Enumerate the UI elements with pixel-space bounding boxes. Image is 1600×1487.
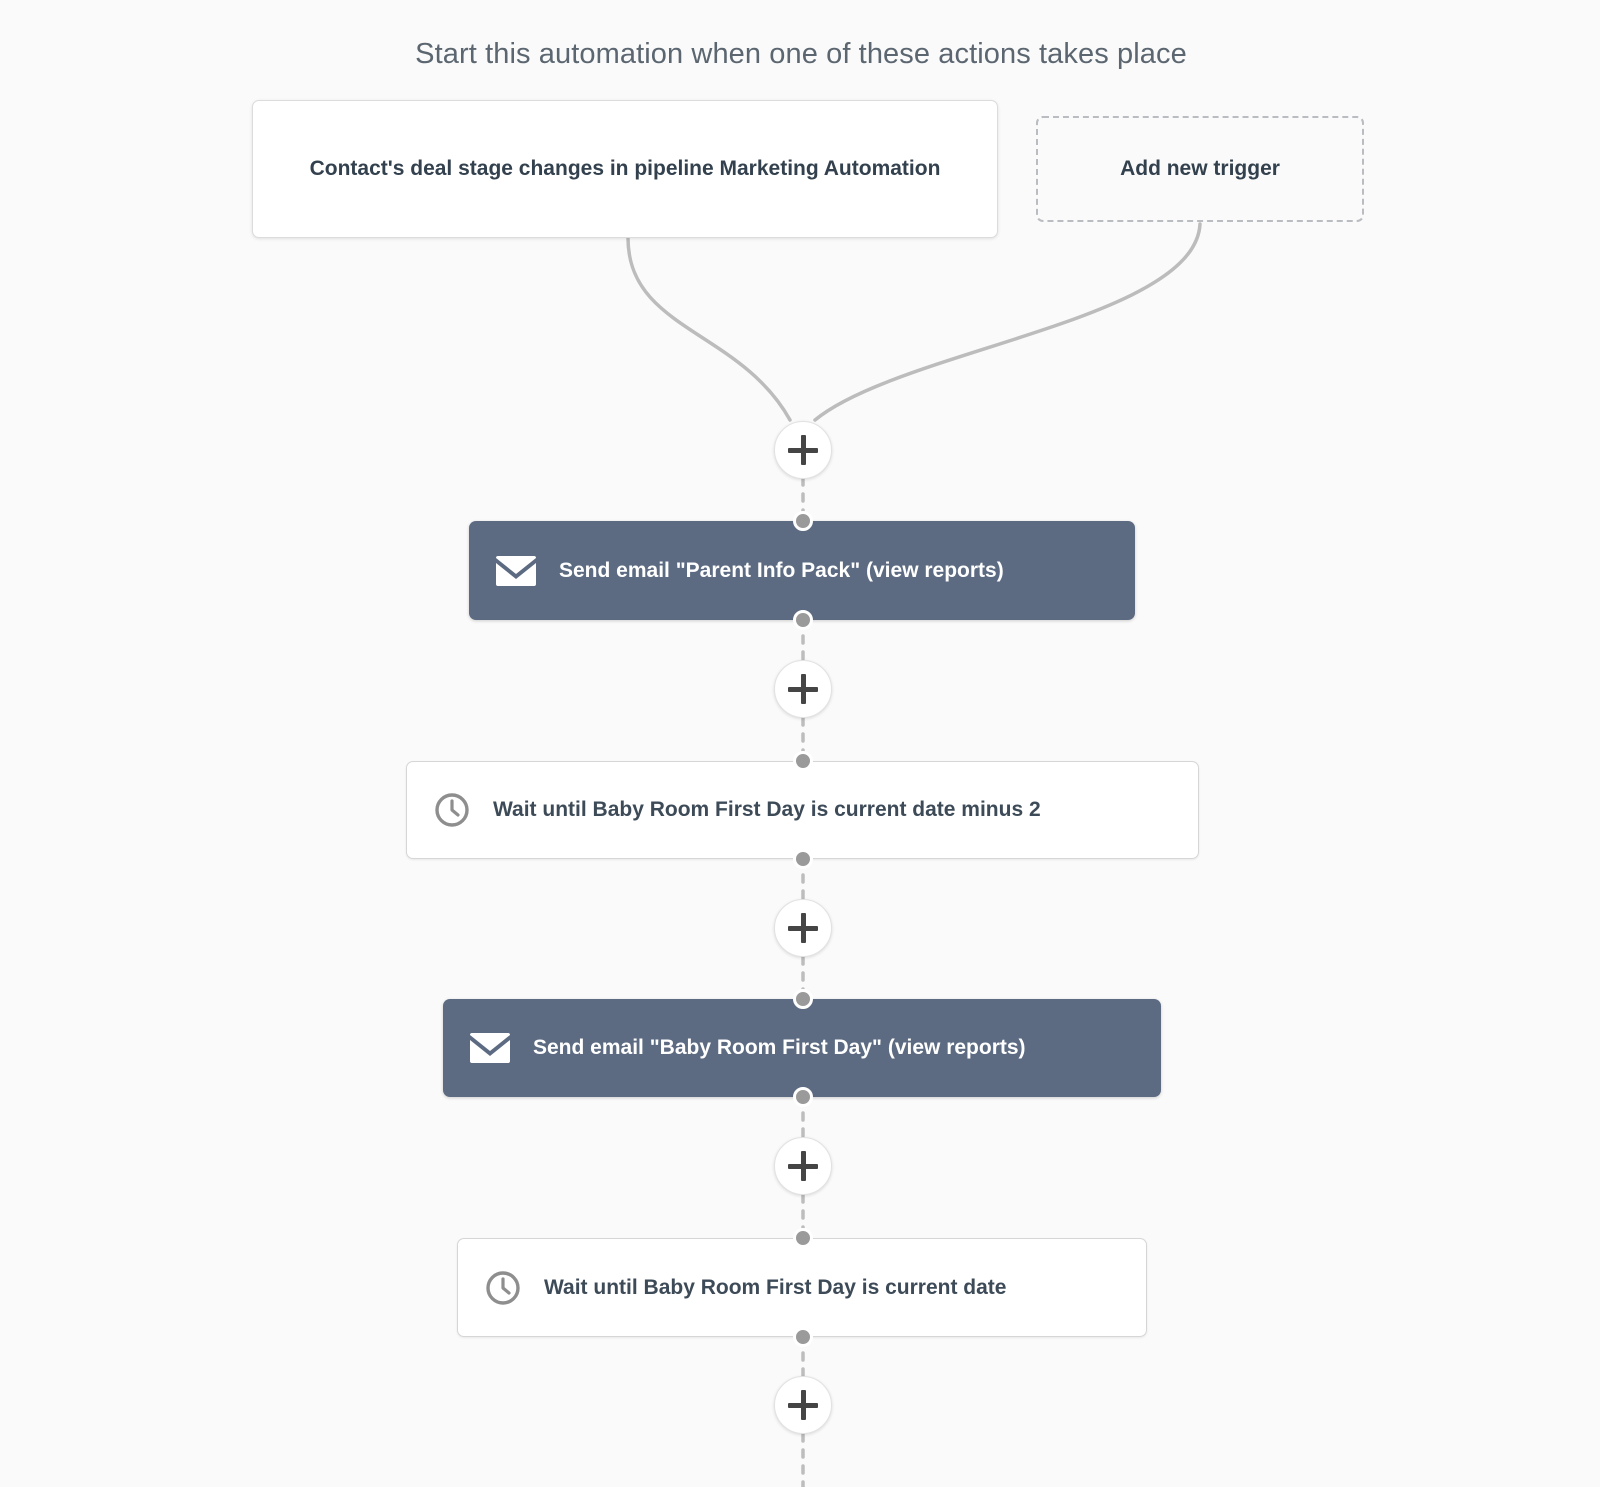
step-card-send-email-parent-info-pack[interactable]: Send email "Parent Info Pack" (view repo…: [469, 521, 1135, 620]
add-new-trigger-label: Add new trigger: [1120, 157, 1280, 180]
connection-dot: [793, 1327, 813, 1347]
connection-dot: [793, 849, 813, 869]
add-step-button-2[interactable]: [774, 660, 832, 718]
plus-icon-vertical: [800, 1151, 806, 1181]
clock-icon: [433, 791, 471, 829]
plus-icon-vertical: [800, 435, 806, 465]
step-card-send-email-baby-room-first-day[interactable]: Send email "Baby Room First Day" (view r…: [443, 999, 1161, 1097]
plus-icon-vertical: [800, 1390, 806, 1420]
step-label: Send email "Baby Room First Day" (view r…: [533, 1036, 1026, 1059]
envelope-icon: [469, 1032, 511, 1064]
clock-icon: [484, 1269, 522, 1307]
page-title: Start this automation when one of these …: [415, 38, 1187, 70]
step-label: Send email "Parent Info Pack" (view repo…: [559, 558, 1004, 582]
add-step-button-4[interactable]: [774, 1137, 832, 1195]
add-step-button-1[interactable]: [774, 421, 832, 479]
trigger-label: Contact's deal stage changes in pipeline…: [309, 157, 941, 181]
step-card-wait-minus-2[interactable]: Wait until Baby Room First Day is curren…: [406, 761, 1199, 859]
add-step-button-5[interactable]: [774, 1376, 832, 1434]
add-new-trigger-button[interactable]: Add new trigger: [1036, 116, 1364, 222]
connection-dot: [793, 1087, 813, 1107]
connection-dot: [793, 511, 813, 531]
connection-dot: [793, 989, 813, 1009]
connection-dot: [793, 751, 813, 771]
step-label: Wait until Baby Room First Day is curren…: [493, 798, 1041, 821]
add-step-button-3[interactable]: [774, 899, 832, 957]
step-label: Wait until Baby Room First Day is curren…: [544, 1275, 1007, 1299]
envelope-icon: [495, 555, 537, 587]
connection-dot: [793, 1228, 813, 1248]
trigger-card-deal-stage[interactable]: Contact's deal stage changes in pipeline…: [252, 100, 998, 238]
connection-dot: [793, 610, 813, 630]
step-card-wait-current-date[interactable]: Wait until Baby Room First Day is curren…: [457, 1238, 1147, 1337]
plus-icon-vertical: [800, 913, 806, 943]
plus-icon-vertical: [800, 674, 806, 704]
